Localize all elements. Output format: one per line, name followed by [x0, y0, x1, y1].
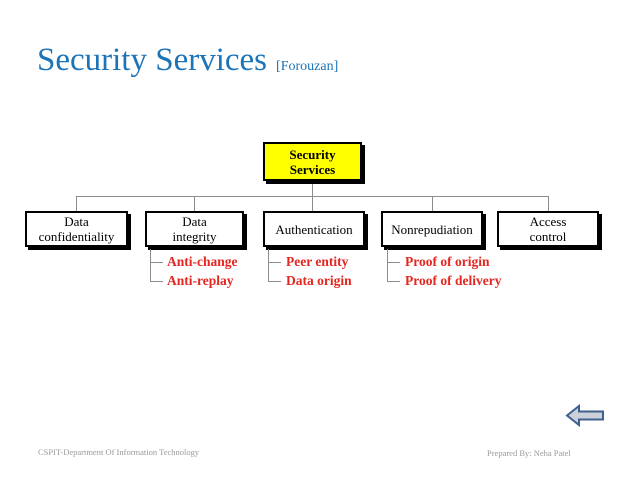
connector-stub-5: [548, 196, 549, 212]
page-title: Security Services [Forouzan]: [37, 41, 338, 81]
footer-department: CSPIT-Department Of Information Technolo…: [38, 447, 200, 457]
connector-stub-1: [76, 196, 77, 212]
bracket-tick: [387, 281, 400, 282]
subitem-data-origin: Data origin: [286, 273, 352, 288]
subitem-proof-of-delivery: Proof of delivery: [405, 273, 502, 288]
bracket-tick: [268, 262, 281, 263]
subitem-anti-replay: Anti-replay: [167, 273, 234, 288]
bracket-tick: [268, 281, 281, 282]
subitem-anti-change: Anti-change: [167, 254, 238, 269]
bracket-tick: [150, 262, 163, 263]
footer-prepared-by: Prepared By: Neha Patel: [487, 448, 571, 458]
node-security-services: Security Services: [263, 142, 362, 181]
bracket-authentication: [268, 249, 269, 282]
node-access-control: Access control: [497, 211, 599, 247]
node-data-integrity: Data integrity: [145, 211, 244, 247]
bracket-data-integrity: [150, 249, 151, 282]
connector-horizontal-main: [76, 196, 549, 197]
connector-stub-2: [194, 196, 195, 212]
bracket-nonrepudiation: [387, 249, 388, 282]
node-data-confidentiality: Data confidentiality: [25, 211, 128, 247]
back-arrow-icon[interactable]: [565, 404, 605, 427]
node-authentication: Authentication: [263, 211, 365, 247]
node-nonrepudiation: Nonrepudiation: [381, 211, 483, 247]
subitem-proof-of-origin: Proof of origin: [405, 254, 490, 269]
bracket-tick: [387, 262, 400, 263]
subitem-peer-entity: Peer entity: [286, 254, 349, 269]
title-reference: [Forouzan]: [276, 59, 339, 74]
bracket-tick: [150, 281, 163, 282]
page-title-text: Security Services: [37, 42, 268, 78]
connector-stub-4: [432, 196, 433, 212]
